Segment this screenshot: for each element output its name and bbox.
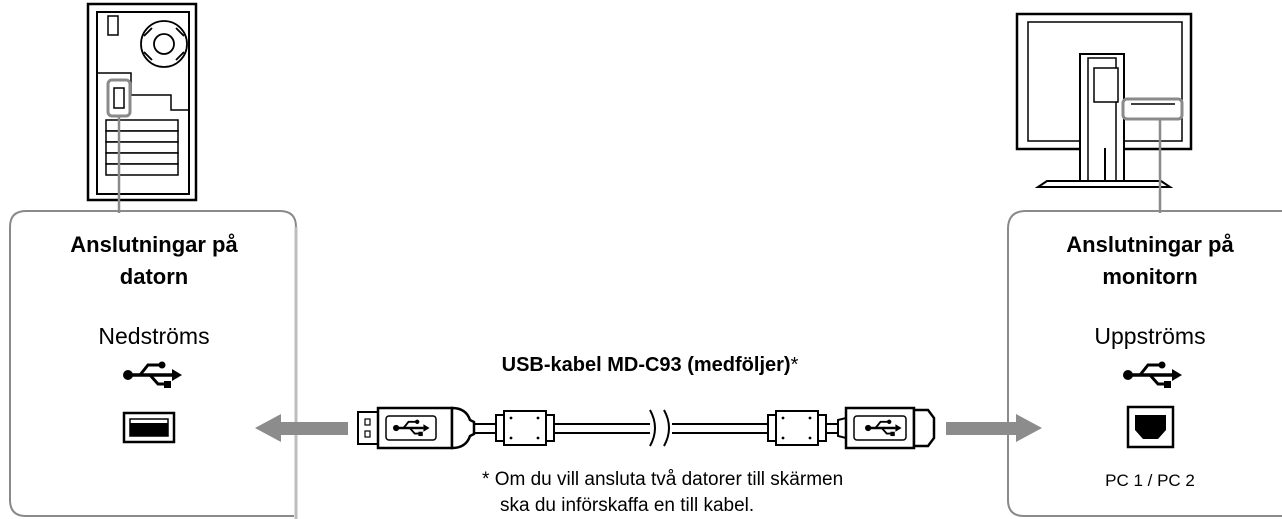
footnote: * Om du vill ansluta två datorer till sk… — [482, 467, 843, 519]
usb-a-plug-logo-icon — [393, 419, 430, 437]
ferrite-core-right — [767, 410, 827, 446]
usb-cable-label: USB-kabel MD-C93 (medföljer)* — [380, 352, 920, 378]
usb-cable-illustration — [357, 406, 936, 450]
usb-b-port-icon — [1126, 405, 1175, 449]
usb-a-port-icon — [122, 411, 176, 444]
arrow-to-computer-icon — [255, 414, 348, 442]
monitor-panel-title: Anslutningar på monitorn — [1010, 229, 1282, 293]
monitor-panel-title-line2: monitorn — [1102, 264, 1198, 289]
upstream-label: Uppströms — [1094, 323, 1206, 349]
computer-panel-title-line1: Anslutningar på — [70, 232, 238, 257]
usb-cable-label-text: USB-kabel MD-C93 (medföljer) — [501, 354, 791, 376]
footnote-line1: * Om du vill ansluta två datorer till sk… — [482, 467, 843, 493]
computer-panel-title-line2: datorn — [119, 264, 189, 289]
usb-downstream-icon — [123, 361, 182, 388]
arrow-to-monitor-icon — [946, 414, 1042, 442]
downstream-label: Nedströms — [98, 323, 210, 349]
monitor-illustration — [1015, 12, 1193, 213]
footnote-line1-text: Om du vill ansluta två datorer till skär… — [494, 469, 844, 490]
usb-b-plug-logo-icon — [865, 419, 902, 437]
computer-panel-title: Anslutningar på datorn — [12, 229, 296, 293]
ferrite-core-left — [495, 410, 555, 446]
usb-cable-asterisk: * — [790, 354, 799, 376]
footnote-marker: * — [482, 469, 490, 490]
monitor-panel-title-line1: Anslutningar på — [1066, 232, 1234, 257]
usb-upstream-icon — [1123, 361, 1182, 388]
pc-label: PC 1 / PC 2 — [1105, 471, 1195, 490]
pc-tower-illustration — [86, 2, 198, 213]
fan-icon — [140, 20, 188, 68]
monitor-connections-panel — [1007, 210, 1282, 517]
footnote-line2: ska du införskaffa en till kabel. — [500, 495, 755, 516]
expansion-slots — [105, 119, 179, 176]
computer-connections-panel — [9, 210, 298, 519]
